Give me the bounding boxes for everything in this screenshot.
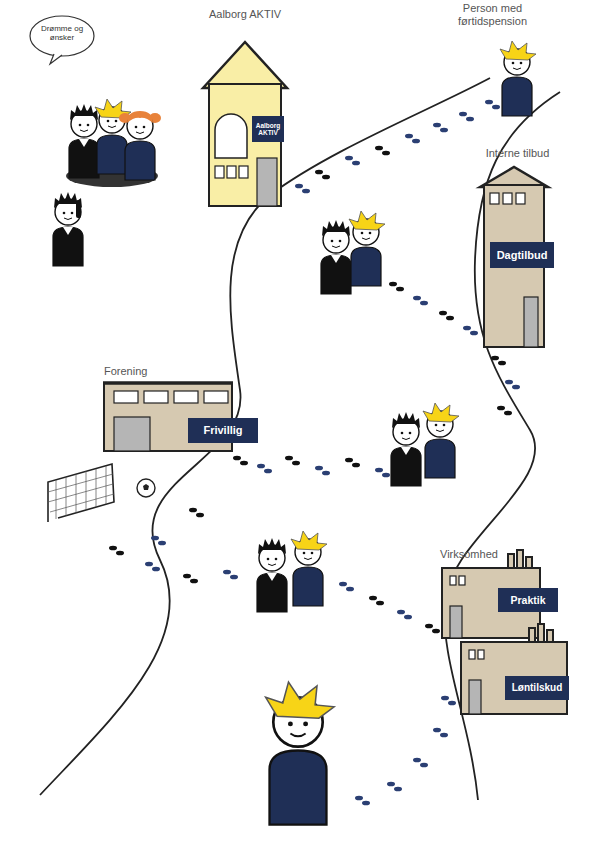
sign-text: Praktik <box>498 588 558 612</box>
window <box>516 193 525 204</box>
sign-text: Dagtilbud <box>490 242 554 268</box>
footprint-pair <box>369 596 384 606</box>
door <box>524 297 538 347</box>
person-figure <box>266 682 334 825</box>
window <box>239 166 248 178</box>
sign-text: Aalborg AKTIV <box>252 116 284 142</box>
bubble-outline <box>30 16 94 56</box>
building: ForeningFrivillig <box>100 365 262 455</box>
window <box>478 650 484 659</box>
window <box>227 166 236 178</box>
building-label: Virksomhed <box>440 548 506 561</box>
window <box>450 576 456 585</box>
window <box>204 391 228 403</box>
person-figure <box>391 412 421 486</box>
footprint-pair <box>183 574 198 584</box>
goal-net <box>48 466 114 519</box>
footprint-pair <box>315 170 330 180</box>
window <box>144 391 168 403</box>
door <box>257 158 277 206</box>
door <box>469 680 481 714</box>
footprint-pair <box>345 156 360 166</box>
person-figure <box>500 41 536 116</box>
phone <box>76 200 81 218</box>
footprint-pair <box>375 468 390 478</box>
person-figure <box>321 220 351 294</box>
building-roof <box>203 42 287 88</box>
person-figure <box>69 104 99 178</box>
arched-window <box>215 114 247 158</box>
footprint-pair <box>413 296 428 306</box>
window <box>174 391 198 403</box>
footprint-pair <box>389 282 404 292</box>
bubble-tail <box>50 54 62 64</box>
window <box>469 650 475 659</box>
footprint-pair <box>315 466 330 476</box>
footprint-pair <box>433 123 448 133</box>
person-figure <box>257 538 287 612</box>
footprint-pair <box>375 146 390 156</box>
person-label: Person med førtidspension <box>445 2 540 27</box>
road-line <box>40 78 490 795</box>
window <box>114 391 138 403</box>
factory: Løntilskud <box>455 624 571 716</box>
footprint-pair <box>441 696 456 706</box>
node-outline <box>455 624 571 716</box>
footprint-pair <box>223 570 238 580</box>
door <box>114 417 150 451</box>
footprint-pair <box>463 326 478 336</box>
footprint-pair <box>439 311 454 321</box>
window <box>215 166 224 178</box>
footprint-pair <box>189 508 204 518</box>
building-label: Aalborg AKTIV <box>195 8 295 21</box>
building-body <box>209 84 281 206</box>
footprint-pair <box>295 184 310 194</box>
building-roof <box>103 381 233 385</box>
footprint-pair <box>151 536 166 546</box>
footprint-pair <box>505 380 520 390</box>
footprint-pair <box>345 458 360 468</box>
footprint-pair <box>355 796 370 806</box>
speech-bubble: Drømme og ønsker <box>28 14 96 64</box>
footprint-pair <box>485 100 500 110</box>
footprint-pair <box>459 112 474 122</box>
goal-frame <box>48 464 114 522</box>
node-outline <box>195 8 295 208</box>
sign-text: Frivillig <box>188 418 258 443</box>
big-person <box>266 682 334 825</box>
footprint-pair <box>425 624 440 634</box>
footprint-pair <box>285 456 300 466</box>
window <box>459 576 465 585</box>
sign-text: Løntilskud <box>505 676 569 700</box>
footprint-pair <box>405 134 420 144</box>
footprint-pair <box>109 546 124 556</box>
footprint-pair <box>257 464 272 474</box>
footprint-pair <box>413 758 428 768</box>
footprint-pair <box>497 406 512 416</box>
person-figure <box>119 111 161 180</box>
bubble-text: Drømme og ønsker <box>34 24 90 42</box>
person-figure <box>53 192 83 266</box>
building-label: Forening <box>104 365 194 378</box>
footprint-pair <box>397 610 412 620</box>
footprint-pair <box>433 728 448 738</box>
footprint-pair <box>339 582 354 592</box>
person-figure <box>423 403 459 478</box>
footprint-pair <box>387 782 402 792</box>
football <box>137 479 155 497</box>
football-patch <box>143 484 149 490</box>
building-label: Interne tilbud <box>470 147 565 160</box>
footprint-pair <box>233 456 248 466</box>
window <box>503 193 512 204</box>
building: Aalborg AKTIV Aalborg AKTIV <box>195 8 295 208</box>
football-goal <box>48 464 114 522</box>
door <box>450 606 462 638</box>
window <box>490 193 499 204</box>
footprint-pair <box>145 562 160 572</box>
building: Interne tilbudDagtilbud <box>470 147 565 352</box>
footprint-pair <box>491 356 506 366</box>
person-figure <box>349 211 385 286</box>
person-figure <box>291 531 327 606</box>
